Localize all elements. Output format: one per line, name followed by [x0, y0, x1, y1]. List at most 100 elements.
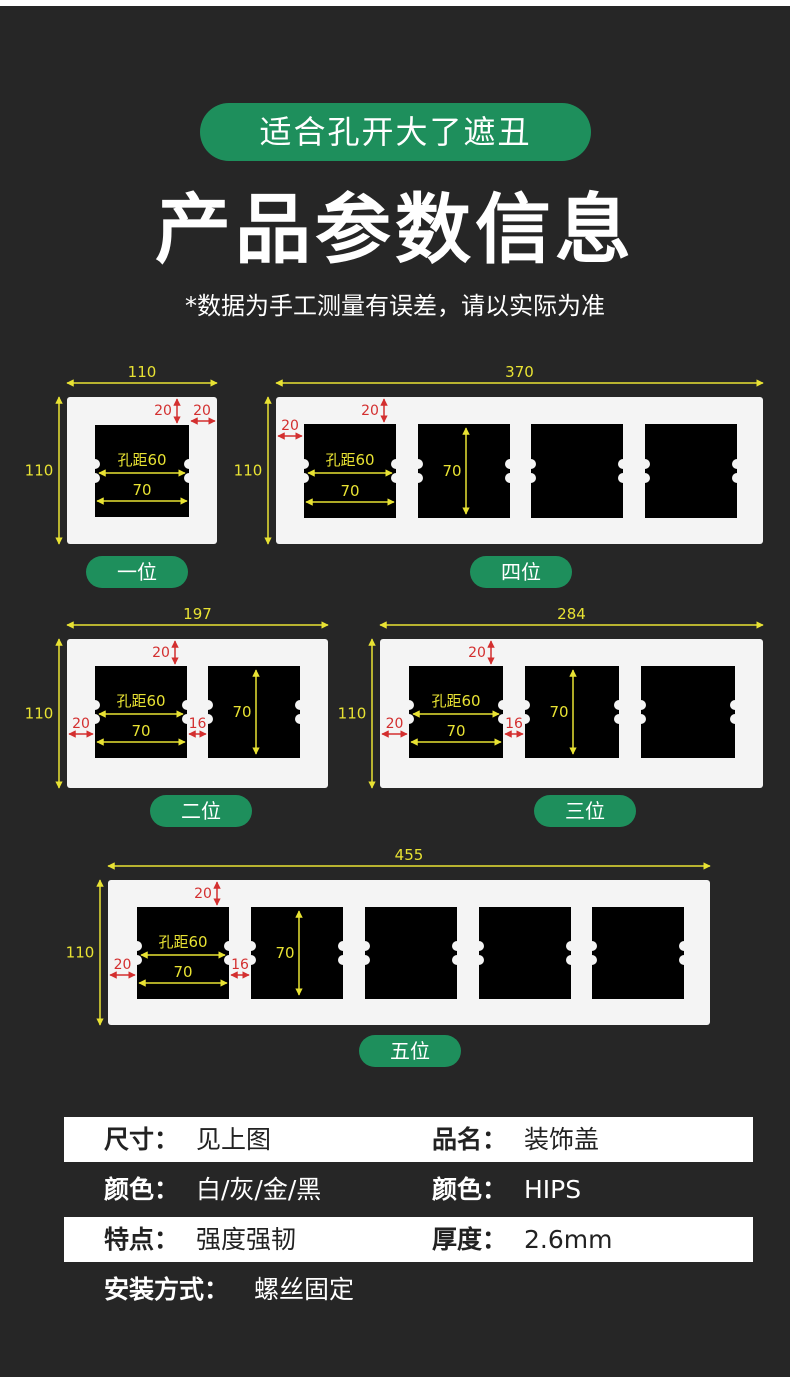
p3-width-label: 284: [557, 605, 586, 623]
spec-name-key: 品名：: [432, 1125, 508, 1154]
spec-row-2: 颜色： 白/灰/金/黑 颜色： HIPS: [64, 1167, 753, 1212]
p3-height-label: 110: [338, 705, 367, 723]
p2-hole-1: [95, 666, 187, 758]
p4-spacing-label: 孔距60: [325, 451, 374, 469]
label-five-gang: 五位: [359, 1035, 461, 1067]
p5-hole-1-notch-l1: [132, 955, 142, 965]
p5-hole-4-notch-l0: [474, 941, 484, 951]
p5-hole-1-notch-l0: [132, 941, 142, 951]
spec-material-key: 颜色：: [432, 1175, 508, 1204]
p1-top-label: 20: [154, 403, 172, 419]
p4-hole-1-notch-l0: [299, 459, 309, 469]
label-four-gang: 四位: [470, 556, 572, 588]
p5-hole-2-notch-l0: [246, 941, 256, 951]
p1-height-label: 110: [25, 462, 54, 480]
p5-hole-5-notch-r1: [679, 955, 689, 965]
p5-height-label: 110: [66, 944, 95, 962]
p2-spacing-label: 孔距60: [116, 692, 165, 710]
p2-hole-1-notch-l0: [90, 700, 100, 710]
measurement-note: *数据为手工测量有误差，请以实际为准: [185, 292, 605, 320]
p4-hole-2-notch-l0: [413, 459, 423, 469]
spec-size-key: 尺寸：: [104, 1125, 180, 1154]
p5-side-label: 20: [114, 957, 132, 973]
p3-top-label: 20: [468, 645, 486, 661]
p5-hole-1-notch-r0: [224, 941, 234, 951]
p4-hole-1: [304, 424, 396, 518]
p5-holeh-label: 70: [275, 944, 294, 962]
p4-side-label: 20: [281, 418, 299, 434]
p3-hole-3-notch-r0: [730, 700, 740, 710]
p1-spacing-label: 孔距60: [117, 451, 166, 469]
p4-hole-4-notch-l1: [640, 473, 650, 483]
p3-spacing-label: 孔距60: [431, 692, 480, 710]
p1-hole-1-notch-r1: [184, 473, 194, 483]
p5-hole-5-notch-l1: [587, 955, 597, 965]
p4-hole-1-notch-r1: [391, 473, 401, 483]
p2-top-label: 20: [152, 645, 170, 661]
p4-hole-4-notch-l0: [640, 459, 650, 469]
p4-hole-2: [418, 424, 510, 518]
spec-install-value: 螺丝固定: [254, 1275, 355, 1304]
p2-holeh-label: 70: [232, 703, 251, 721]
spec-color-value: 白/灰/金/黑: [196, 1175, 322, 1204]
p2-hole-1-notch-r1: [182, 714, 192, 724]
p3-hole-1: [409, 666, 503, 758]
p1-hole-1-notch-l1: [90, 473, 100, 483]
p2-hole-1-notch-r0: [182, 700, 192, 710]
p4-hole-4-notch-r1: [732, 473, 742, 483]
p5-gap-label: 16: [231, 957, 249, 973]
p2-hole-2-notch-r0: [295, 700, 305, 710]
p5-hole-1: [137, 907, 229, 999]
p1-width-label: 110: [128, 363, 157, 381]
p4-hole-3: [531, 424, 623, 518]
label-two-gang: 二位: [150, 795, 252, 827]
p2-hole-2: [208, 666, 300, 758]
spec-material-value: HIPS: [524, 1175, 582, 1204]
p3-hole-1-notch-l1: [404, 714, 414, 724]
label-one-gang: 一位: [86, 556, 188, 588]
page-title: 产品参数信息: [155, 185, 635, 274]
p2-hole-1-notch-l1: [90, 714, 100, 724]
p5-hole-1-notch-r1: [224, 955, 234, 965]
p4-hole-3-notch-r0: [618, 459, 628, 469]
p5-hole-3-notch-l1: [360, 955, 370, 965]
p4-hole-1-notch-r0: [391, 459, 401, 469]
p4-hole-2-notch-l1: [413, 473, 423, 483]
p3-hole-1-notch-l0: [404, 700, 414, 710]
spec-thickness-key: 厚度：: [432, 1225, 508, 1254]
p2-gap-label: 16: [189, 716, 207, 732]
p5-hole-3-notch-r1: [452, 955, 462, 965]
p4-holew-label: 70: [340, 482, 359, 500]
p2-hole-2-notch-r1: [295, 714, 305, 724]
p5-hole-4-notch-l1: [474, 955, 484, 965]
p5-hole-2-notch-r1: [338, 955, 348, 965]
p3-hole-2-notch-l0: [520, 700, 530, 710]
p5-hole-4: [479, 907, 571, 999]
spec-row-4: 安装方式： 螺丝固定: [64, 1267, 753, 1312]
p5-hole-5: [592, 907, 684, 999]
spec-color-key: 颜色：: [104, 1175, 180, 1204]
p5-hole-2-notch-l1: [246, 955, 256, 965]
p3-hole-2-notch-r1: [614, 714, 624, 724]
headline-badge: 适合孔开大了遮丑: [200, 103, 591, 161]
top-border: [0, 0, 790, 6]
p5-hole-3: [365, 907, 457, 999]
p4-hole-3-notch-l1: [526, 473, 536, 483]
p5-hole-5-notch-l0: [587, 941, 597, 951]
p1-holew-label: 70: [132, 481, 151, 499]
p3-hole-3-notch-r1: [730, 714, 740, 724]
p4-width-label: 370: [505, 363, 534, 381]
spec-name-value: 装饰盖: [524, 1125, 600, 1154]
p5-hole-3-notch-l0: [360, 941, 370, 951]
p5-holew-label: 70: [173, 963, 192, 981]
p3-holew-label: 70: [446, 722, 465, 740]
p5-hole-2-notch-r0: [338, 941, 348, 951]
p1-hole-1: [95, 425, 189, 517]
p3-hole-3-notch-l0: [636, 700, 646, 710]
spec-feature-value: 强度强韧: [196, 1225, 297, 1254]
p5-hole-3-notch-r0: [452, 941, 462, 951]
p4-holeh-label: 70: [442, 462, 461, 480]
spec-row-3: 特点： 强度强韧 厚度： 2.6mm: [64, 1217, 753, 1262]
p4-top-label: 20: [361, 403, 379, 419]
